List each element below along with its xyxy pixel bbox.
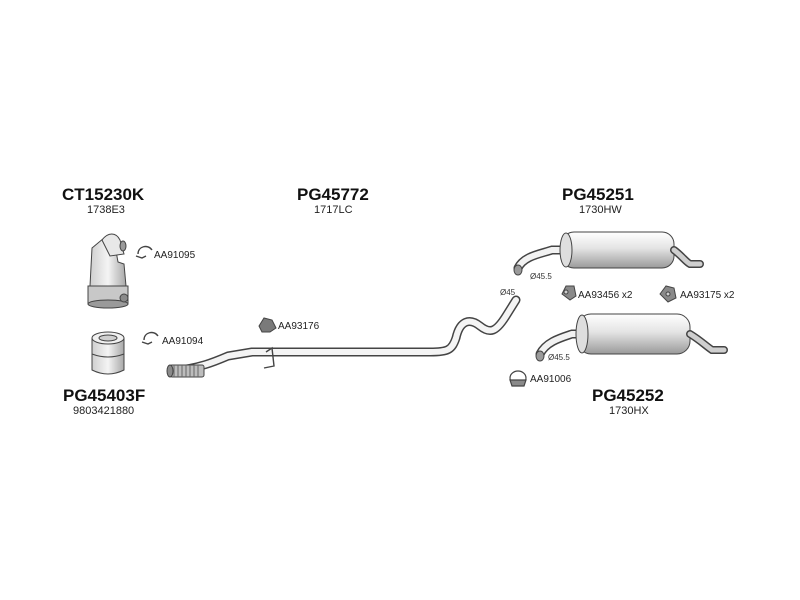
mount-rear-right-icon[interactable] bbox=[659, 285, 677, 303]
mount-pipe-label: AA93176 bbox=[278, 321, 320, 332]
clamp-filter-label: AA91094 bbox=[162, 336, 204, 347]
rear-silencer-1-part-number: PG45251 bbox=[562, 185, 634, 204]
rear-silencer-2-reference: 1730HX bbox=[609, 405, 649, 417]
clamp-rear-icon[interactable] bbox=[509, 370, 527, 387]
mount-pipe-icon[interactable] bbox=[258, 317, 277, 333]
clamp-rear-label: AA91006 bbox=[530, 374, 572, 385]
silencer-2-inlet-label: Ø45.5 bbox=[548, 353, 570, 362]
catalyst-part-number: CT15230K bbox=[62, 185, 145, 204]
rear-silencer-1-reference: 1730HW bbox=[579, 204, 622, 216]
particle-filter-part-number: PG45403F bbox=[63, 386, 146, 405]
particle-filter-drawing[interactable] bbox=[91, 331, 125, 375]
mount-rear-right-label: AA93175 x2 bbox=[680, 290, 735, 301]
clamp-filter-icon[interactable] bbox=[141, 331, 159, 345]
particle-filter-reference: 9803421880 bbox=[73, 405, 135, 417]
catalyst-reference: 1738E3 bbox=[87, 204, 125, 216]
rear-silencer-2-drawing[interactable] bbox=[535, 313, 728, 362]
catalyst-drawing[interactable] bbox=[87, 233, 129, 309]
front-pipe-drawing[interactable] bbox=[166, 295, 521, 378]
mount-rear-left-icon[interactable] bbox=[561, 285, 577, 301]
front-pipe-reference: 1717LC bbox=[314, 204, 353, 216]
clamp-catalyst-label: AA91095 bbox=[154, 250, 196, 261]
front-pipe-part-number: PG45772 bbox=[297, 185, 369, 204]
pipe-diameter-label: Ø45 bbox=[500, 288, 516, 297]
clamp-catalyst-icon[interactable] bbox=[135, 245, 153, 259]
mount-rear-left-label: AA93456 x2 bbox=[578, 290, 633, 301]
rear-silencer-2-part-number: PG45252 bbox=[592, 386, 664, 405]
silencer-1-inlet-label: Ø45.5 bbox=[530, 272, 552, 281]
rear-silencer-1-drawing[interactable] bbox=[513, 231, 704, 276]
